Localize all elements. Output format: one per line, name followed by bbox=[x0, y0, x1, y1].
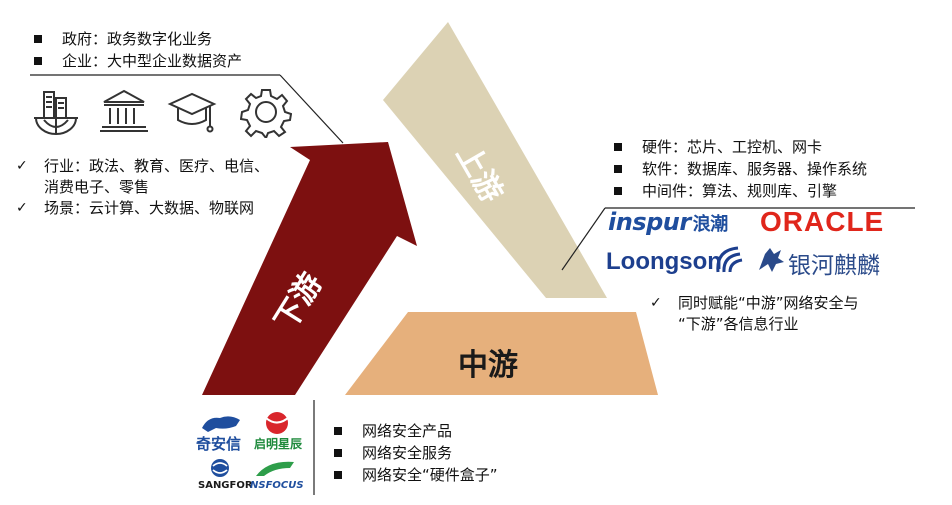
bullet-item: 硬件：芯片、工控机、网卡 bbox=[610, 136, 867, 158]
connector-line bbox=[561, 207, 606, 271]
midstream-label: 中游 bbox=[458, 348, 518, 383]
loongson-swirl-icon bbox=[716, 246, 743, 273]
sangfor-logo: SANGFOR bbox=[198, 480, 253, 491]
nsfocus-icon bbox=[256, 461, 294, 476]
venus-logo-icon bbox=[265, 412, 291, 434]
kylin-icon bbox=[759, 248, 784, 272]
upstream-arrow bbox=[383, 22, 607, 298]
bullet-item: 网络安全“硬件盒子” bbox=[330, 464, 498, 486]
top-left-bullets: 政府：政务数字化业务 企业：大中型企业数据资产 bbox=[30, 28, 242, 72]
check-icon: ✓ bbox=[16, 158, 28, 174]
upstream-bullets: 硬件：芯片、工控机、网卡 软件：数据库、服务器、操作系统 中间件：算法、规则库、… bbox=[610, 136, 867, 202]
city-globe-icon bbox=[30, 86, 82, 138]
loongson-logo: Loongson bbox=[606, 248, 722, 275]
top-left-checks: ✓ 行业：政法、教育、医疗、电信、 消费电子、零售 ✓ 场景：云计算、大数据、物… bbox=[12, 156, 269, 219]
graduation-cap-icon bbox=[166, 86, 218, 138]
bullet-item: 网络安全服务 bbox=[330, 442, 498, 464]
check-item: ✓ 同时赋能“中游”网络安全与 “下游”各信息行业 bbox=[650, 294, 859, 333]
nsfocus-logo: NSFOCUS bbox=[250, 480, 304, 491]
qianxin-logo: 奇安信 bbox=[196, 435, 242, 453]
government-building-icon bbox=[98, 86, 150, 138]
qianxin-tiger-icon bbox=[202, 416, 240, 432]
bullet-item: 软件：数据库、服务器、操作系统 bbox=[610, 158, 867, 180]
check-item: ✓ 行业：政法、教育、医疗、电信、 消费电子、零售 bbox=[16, 157, 270, 196]
midstream-arrow bbox=[345, 312, 658, 395]
oracle-logo: ORACLE bbox=[760, 206, 885, 237]
bullet-item: 中间件：算法、规则库、引擎 bbox=[610, 180, 867, 202]
bullet-item: 网络安全产品 bbox=[330, 420, 498, 442]
check-icon: ✓ bbox=[650, 295, 662, 311]
bullet-item: 企业：大中型企业数据资产 bbox=[30, 50, 242, 72]
upstream-check: ✓ 同时赋能“中游”网络安全与 “下游”各信息行业 bbox=[646, 293, 859, 335]
sangfor-icon bbox=[211, 459, 229, 477]
midstream-bullets: 网络安全产品 网络安全服务 网络安全“硬件盒子” bbox=[330, 420, 498, 486]
check-item: ✓ 场景：云计算、大数据、物联网 bbox=[16, 199, 255, 217]
venus-logo: 启明星辰 bbox=[254, 437, 303, 451]
bullet-item: 政府：政务数字化业务 bbox=[30, 28, 242, 50]
check-icon: ✓ bbox=[16, 200, 28, 216]
gear-icon bbox=[239, 86, 293, 140]
downstream-arrow bbox=[202, 142, 417, 395]
connector-line bbox=[279, 74, 344, 144]
kylin-logo: 银河麒麟 bbox=[788, 253, 880, 279]
